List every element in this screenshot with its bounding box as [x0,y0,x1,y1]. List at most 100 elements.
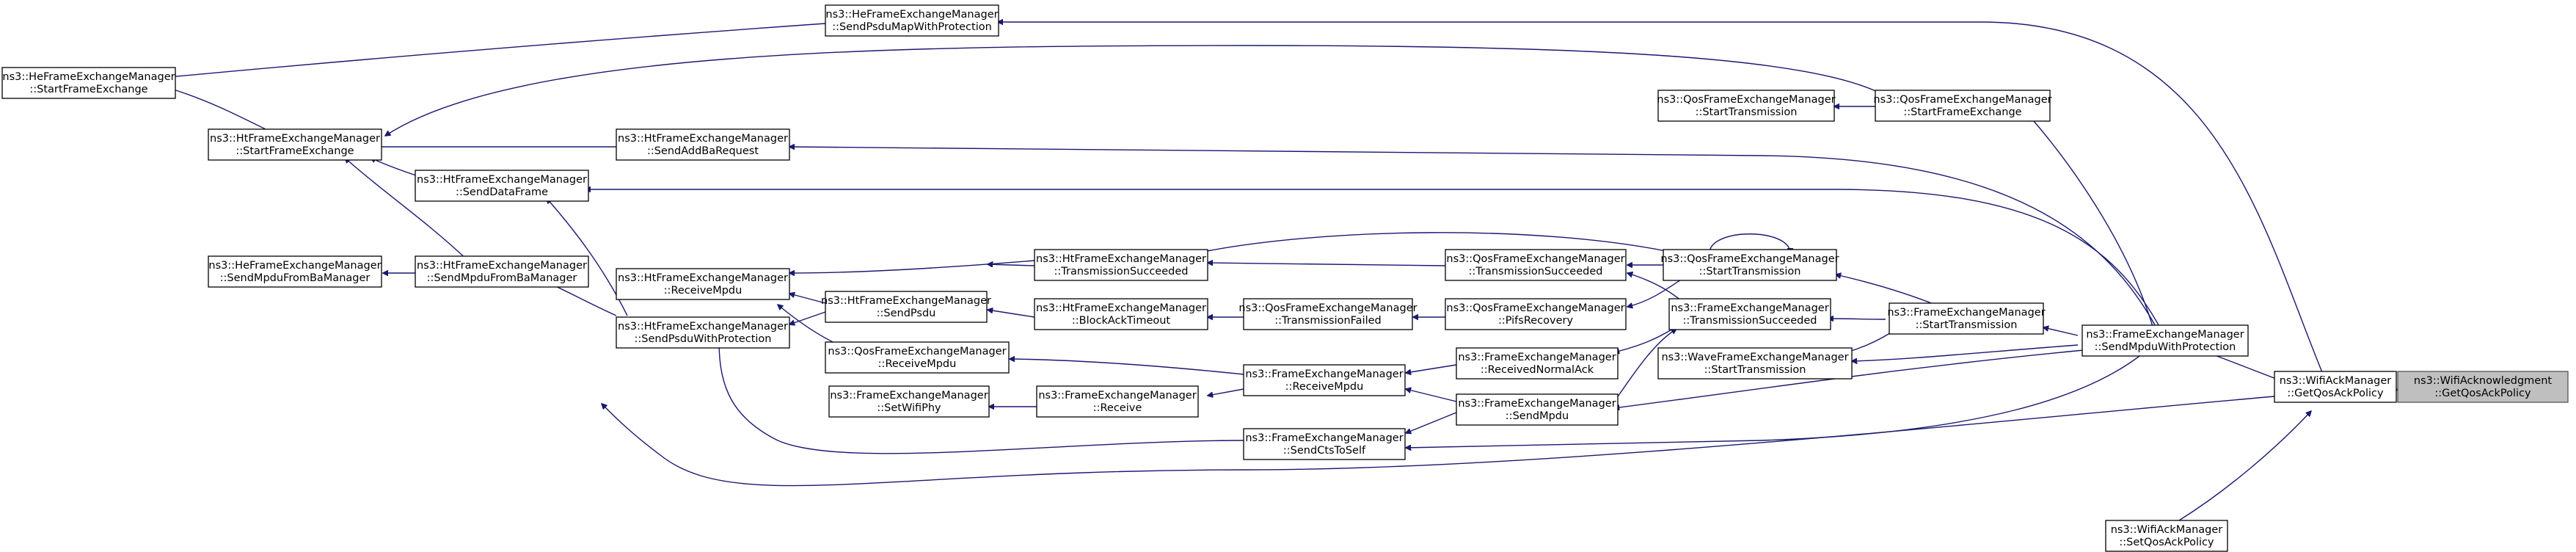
edge [789,311,826,324]
node-line2: ::SetWifiPhy [877,402,941,414]
node-line1: ns3::WifiAcknowledgment [2414,375,2552,387]
node-line2: ::Receive [1093,402,1142,414]
node-line1: ns3::HtFrameExchangeManager [210,133,380,145]
node-fem-starttransmission[interactable]: ns3::FrameExchangeManager ::StartTransmi… [1887,302,2046,335]
node-line2: ::StartTransmission [1696,106,1798,118]
node-line2: ::SendMpdu [1506,410,1569,422]
node-wifi-acknowledgment-getqosackpolicy[interactable]: ns3::WifiAcknowledgment ::GetQosAckPolic… [2397,371,2569,403]
edge [789,294,826,304]
node-line1: ns3::HtFrameExchangeManager [821,295,991,307]
node-hefem-startframeexchange[interactable]: ns3::HeFrameExchangeManager ::StartFrame… [1,67,176,99]
node-line1: ns3::WifiAckManager [2280,375,2392,387]
node-htfem-sendmpdufrombamanager[interactable]: ns3::HtFrameExchangeManager ::SendMpduFr… [415,255,589,288]
edge [789,147,2158,330]
nodes: ns3::WifiAcknowledgment ::GetQosAckPolic… [1,4,2569,552]
node-qosfem-transmissionsucceeded[interactable]: ns3::QosFrameExchangeManager ::Transmiss… [1445,249,1627,281]
node-line2: ::StartTransmission [1699,266,1801,277]
node-line2: ::SendPsdu [877,308,936,319]
node-line2: ::TransmissionSucceeded [1054,266,1189,277]
edge [719,341,1248,454]
node-line1: ns3::HtFrameExchangeManager [618,321,788,333]
edge [2029,116,2154,330]
node-fem-transmissionsucceeded[interactable]: ns3::FrameExchangeManager ::Transmission… [1668,298,1831,330]
node-htfem-receivempdu[interactable]: ns3::HtFrameExchangeManager ::ReceiveMpd… [616,268,790,300]
node-qosfem-startframeexchange[interactable]: ns3::QosFrameExchangeManager ::StartFram… [1873,90,2052,122]
node-qosfem-receivempdu[interactable]: ns3::QosFrameExchangeManager ::ReceiveMp… [825,341,1010,374]
node-line1: ns3::QosFrameExchangeManager [828,346,1006,357]
node-line1: ns3::QosFrameExchangeManager [1446,253,1624,265]
edge [1852,344,2079,361]
edge [2043,327,2079,336]
node-line1: ns3::QosFrameExchangeManager [1660,253,1839,265]
node-line1: ns3::FrameExchangeManager [830,390,988,402]
node-line2: ::SendMpduFromBaManager [220,272,371,284]
node-line2: ::StartTransmission [1916,319,2018,331]
node-qosfem-transmissionfailed[interactable]: ns3::QosFrameExchangeManager ::Transmiss… [1238,298,1417,330]
edge [1836,275,1938,306]
node-line1: ns3::WaveFrameExchangeManager [1661,352,1848,363]
node-line2: ::SendMpduWithProtection [2095,341,2236,353]
edge [1196,232,1677,253]
node-line2: ::ReceiveMpdu [664,285,742,297]
edges [169,22,2398,521]
node-line1: ns3::QosFrameExchangeManager [1238,302,1417,314]
edge [1208,263,1446,266]
node-line2: ::ReceiveMpdu [1285,381,1364,393]
node-line1: ns3::WifiAckManager [2111,524,2223,536]
node-htfem-transmissionsucceeded[interactable]: ns3::HtFrameExchangeManager ::Transmissi… [1034,249,1208,281]
edge [169,23,826,77]
node-line1: ns3::QosFrameExchangeManager [1657,94,1835,106]
node-fem-setwifiphy[interactable]: ns3::FrameExchangeManager ::SetWifiPhy [828,385,990,418]
node-line1: ns3::HeFrameExchangeManager [2,71,175,83]
node-htfem-startframeexchange[interactable]: ns3::HtFrameExchangeManager ::StartFrame… [208,128,382,161]
node-line1: ns3::FrameExchangeManager [1245,432,1403,444]
node-htfem-sendpsdu[interactable]: ns3::HtFrameExchangeManager ::SendPsdu [821,291,991,323]
node-hefem-sendpsdumapwithprotection[interactable]: ns3::HeFrameExchangeManager ::SendPsduMa… [825,4,999,37]
node-qosfem-pifsrecovery[interactable]: ns3::QosFrameExchangeManager ::PifsRecov… [1445,298,1627,330]
node-hefem-sendmpdufrombamanager[interactable]: ns3::HeFrameExchangeManager ::SendMpduFr… [208,255,382,288]
node-qosfem-starttransmission-left[interactable]: ns3::QosFrameExchangeManager ::StartTran… [1657,90,1836,122]
edge [169,88,280,137]
node-line1: ns3::FrameExchangeManager [1458,352,1616,363]
node-fem-sendmpdu[interactable]: ns3::FrameExchangeManager ::SendMpdu [1456,393,1619,426]
node-fem-sendctstoself[interactable]: ns3::FrameExchangeManager ::SendCtsToSel… [1243,428,1406,460]
edge [1709,233,1790,253]
node-htfem-sendpsduwithprotection[interactable]: ns3::HtFrameExchangeManager ::SendPsduWi… [616,316,790,349]
node-line2: ::StartTransmission [1704,364,1806,376]
edge [1406,364,1457,373]
node-line2: ::TransmissionSucceeded [1683,315,1817,327]
edge [988,310,1035,318]
node-qosfem-starttransmission-mid[interactable]: ns3::QosFrameExchangeManager ::StartTran… [1660,249,1839,281]
node-line1: ns3::FrameExchangeManager [1458,398,1616,410]
node-fem-sendmpduwithprotection[interactable]: ns3::FrameExchangeManager ::SendMpduWith… [2081,324,2249,357]
edge [1406,350,2147,448]
node-line1: ns3::QosFrameExchangeManager [1446,302,1624,314]
edge [2178,411,2311,521]
node-line1: ns3::FrameExchangeManager [1887,307,2045,319]
node-line1: ns3::HtFrameExchangeManager [417,260,587,272]
edge [789,260,1035,273]
node-line2: ::PifsRecovery [1498,315,1574,327]
node-line2: ::SendDataFrame [456,186,548,198]
node-fem-receivednormalack[interactable]: ns3::FrameExchangeManager ::ReceivedNorm… [1456,347,1619,380]
node-wifiackmanager-getqosackpolicy[interactable]: ns3::WifiAckManager ::GetQosAckPolicy [2274,371,2397,403]
node-htfem-blockacktimeout[interactable]: ns3::HtFrameExchangeManager ::BlockAckTi… [1034,298,1208,330]
node-line2: ::ReceiveMpdu [878,358,957,370]
node-fem-receivempdu[interactable]: ns3::FrameExchangeManager ::ReceiveMpdu [1243,364,1406,396]
node-htfem-senddataframe[interactable]: ns3::HtFrameExchangeManager ::SendDataFr… [415,170,589,202]
node-line2: ::SendMpduFromBaManager [427,272,577,284]
node-htfem-sendaddbarequest[interactable]: ns3::HtFrameExchangeManager ::SendAddBaR… [616,128,790,161]
node-line2: ::SendPsduWithProtection [634,333,771,345]
edge [988,264,1035,266]
edge [371,158,419,177]
node-wifiackmanager-setqosackpolicy[interactable]: ns3::WifiAckManager ::SetQosAckPolicy [2105,520,2228,552]
node-line2: ::BlockAckTimeout [1072,315,1171,327]
edge [998,22,2323,373]
node-fem-receive[interactable]: ns3::FrameExchangeManager ::Receive [1036,385,1199,418]
node-line2: ::SetQosAckPolicy [2119,537,2214,548]
edge [1614,328,1674,352]
edge [1613,329,1676,402]
edge [1406,412,1457,433]
node-line1: ns3::QosFrameExchangeManager [1873,94,2051,106]
node-wavefem-starttransmission[interactable]: ns3::WaveFrameExchangeManager ::StartTra… [1657,347,1853,380]
